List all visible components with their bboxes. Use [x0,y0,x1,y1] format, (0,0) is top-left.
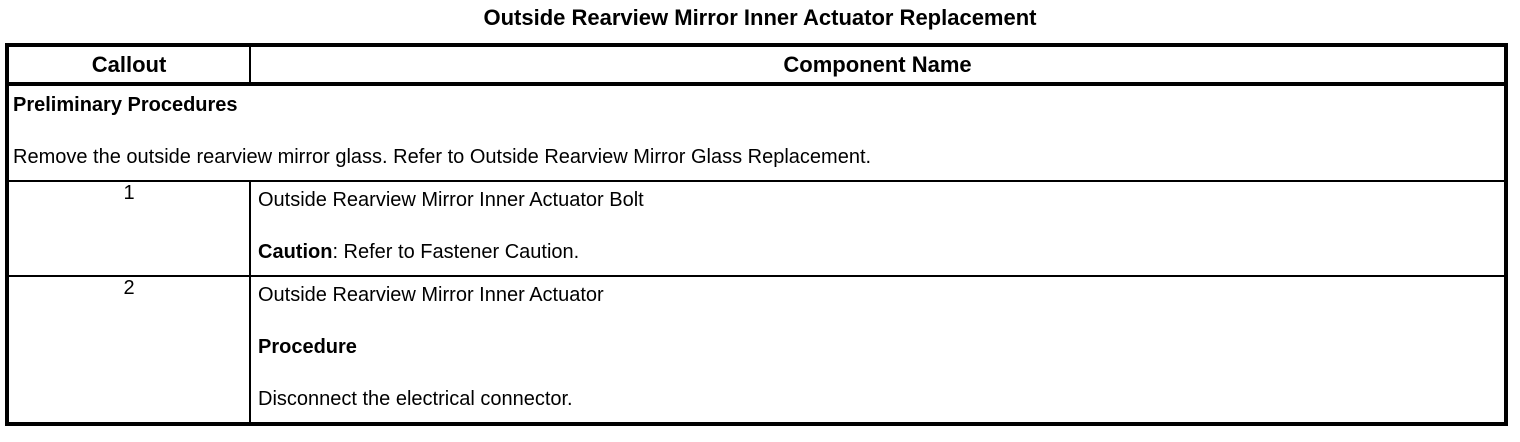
table-row-callout-2: 2 Outside Rearview Mirror Inner Actuator… [6,275,1507,425]
preliminary-cell: Preliminary Procedures Remove the outsid… [6,83,1507,182]
callout-number: 1 [6,180,251,277]
document-title: Outside Rearview Mirror Inner Actuator R… [483,5,1037,30]
component-table: Callout Component Name Preliminary Proce… [5,43,1508,426]
component-name: Outside Rearview Mirror Inner Actuator B… [258,189,644,211]
table-row-callout-1: 1 Outside Rearview Mirror Inner Actuator… [6,180,1507,277]
preliminary-heading: Preliminary Procedures [13,94,238,116]
component-name: Outside Rearview Mirror Inner Actuator [258,284,604,306]
caution-text: : Refer to Fastener Caution. [332,241,580,263]
component-cell: Outside Rearview Mirror Inner Actuator B… [249,180,1507,277]
header-component-name: Component Name [249,44,1507,86]
caution-label: Caution [258,241,333,263]
caution-note: Caution: Refer to Fastener Caution. [258,241,1496,263]
page: Outside Rearview Mirror Inner Actuator R… [0,6,1520,426]
preliminary-text: Remove the outside rearview mirror glass… [13,146,872,168]
header-callout: Callout [6,44,251,86]
procedure-heading: Procedure [258,336,357,358]
preliminary-procedures-row: Preliminary Procedures Remove the outsid… [6,83,1507,182]
procedure-text: Disconnect the electrical connector. [258,388,573,410]
component-cell: Outside Rearview Mirror Inner Actuator P… [249,275,1507,425]
callout-number: 2 [6,275,251,425]
table-header-row: Callout Component Name [6,44,1507,86]
